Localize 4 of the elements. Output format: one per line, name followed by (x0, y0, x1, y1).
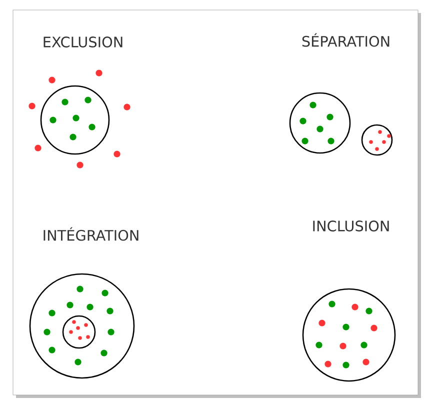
panel-title: SÉPARATION (302, 33, 390, 47)
panel-title: INCLUSION (313, 220, 389, 232)
panel-title: INTÉGRATION (44, 227, 138, 241)
panel-title: EXCLUSION (44, 36, 122, 48)
